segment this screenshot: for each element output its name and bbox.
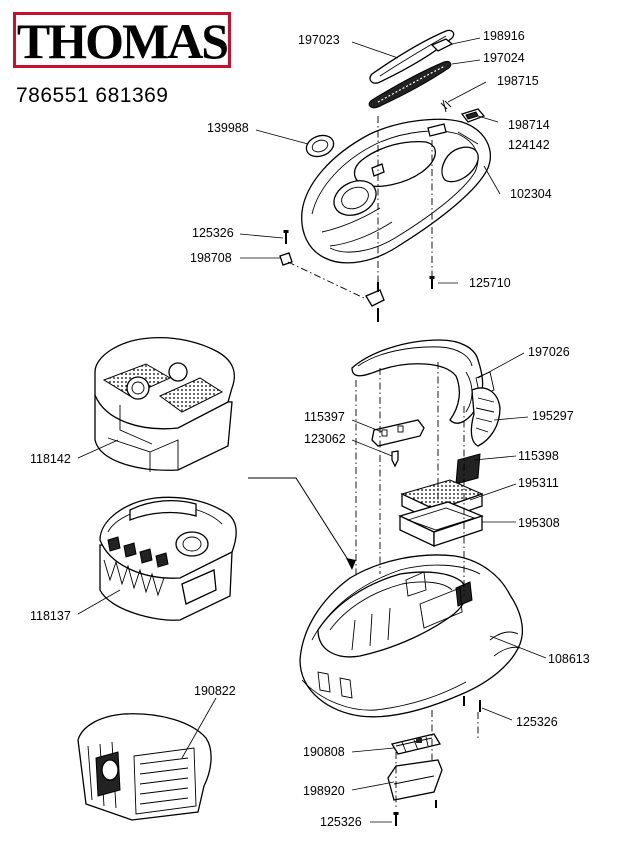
- assembly-arrow: [248, 477, 356, 570]
- handle-insert-197024: [368, 61, 452, 109]
- screw-125326-bottom: [393, 800, 437, 826]
- spring-198715: [440, 99, 452, 113]
- label-195311: 195311: [518, 476, 559, 490]
- pin-123062: [391, 450, 399, 468]
- label-198708: 198708: [190, 251, 232, 265]
- body-108613: [299, 554, 524, 718]
- panel-115397: [371, 419, 425, 447]
- brand-logo: THOMAS: [13, 12, 231, 69]
- label-115397: 115397: [304, 410, 345, 424]
- label-125710: 125710: [469, 276, 511, 290]
- pcb-190808: [390, 733, 442, 755]
- filter-115398: [455, 453, 481, 485]
- label-190808: 190808: [303, 745, 345, 759]
- label-125326-top: 125326: [192, 226, 234, 240]
- label-123062: 123062: [304, 432, 346, 446]
- label-197024: 197024: [483, 51, 525, 65]
- label-118137: 118137: [30, 609, 71, 623]
- label-198920: 198920: [303, 784, 345, 798]
- label-118142: 118142: [30, 452, 71, 466]
- label-198715: 198715: [497, 74, 539, 88]
- label-195297: 195297: [532, 409, 574, 423]
- top-frame-197026: [351, 339, 495, 424]
- lid-102304: [301, 118, 491, 264]
- label-190822: 190822: [194, 684, 236, 698]
- label-124142: 124142: [508, 138, 550, 152]
- handle-assy-190822: [77, 713, 212, 821]
- assembly-line: [287, 261, 365, 299]
- label-108613: 108613: [548, 652, 590, 666]
- label-197023: 197023: [298, 33, 340, 47]
- cap-139988: [305, 134, 335, 158]
- hinge-piece: [365, 282, 385, 322]
- filter-frame-195308: [398, 501, 484, 548]
- label-139988: 139988: [207, 121, 249, 135]
- label-102304: 102304: [510, 187, 552, 201]
- label-125326-bottom: 125326: [320, 815, 362, 829]
- handle-197023: [369, 29, 455, 84]
- bucket-118137: [99, 496, 237, 621]
- model-numbers: 786551 681369: [16, 84, 169, 107]
- leader-lines: [77, 37, 547, 823]
- grille-195297: [470, 387, 501, 447]
- label-198916: 198916: [483, 29, 525, 43]
- cover-198920: [387, 759, 443, 801]
- filter-box-118142: [94, 336, 235, 472]
- screw-125326-top: [283, 230, 289, 244]
- label-125326-body: 125326: [516, 715, 558, 729]
- screw-125710: [429, 276, 435, 289]
- label-198714: 198714: [508, 118, 550, 132]
- label-197026: 197026: [528, 345, 570, 359]
- button-198714: [460, 108, 486, 123]
- label-115398: 115398: [518, 449, 559, 463]
- label-195308: 195308: [518, 516, 560, 530]
- logo-text: THOMAS: [16, 13, 229, 69]
